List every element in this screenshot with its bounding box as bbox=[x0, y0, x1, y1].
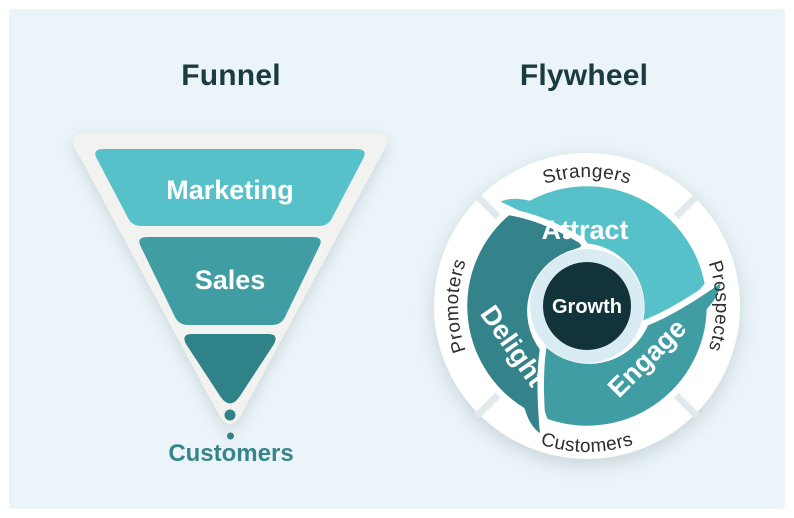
funnel-title: Funnel bbox=[181, 59, 281, 92]
funnel-customers-label: Customers bbox=[168, 440, 294, 467]
funnel-stage-bottom bbox=[184, 334, 276, 404]
flywheel-diagram: Growth Attract Engage Delight Strangers … bbox=[434, 153, 740, 459]
growth-hub bbox=[543, 262, 631, 350]
funnel-stage-marketing-label: Marketing bbox=[166, 175, 294, 205]
funnel-stage-sales bbox=[139, 237, 321, 325]
diagram-panel: Funnel Flywheel Marketing Sales Customer… bbox=[9, 9, 785, 509]
funnel-diagram: Marketing Sales bbox=[73, 133, 387, 440]
funnel-drip-dot-small bbox=[227, 432, 234, 440]
growth-label: Growth bbox=[552, 296, 622, 318]
segment-attract-label: Attract bbox=[541, 215, 628, 245]
flywheel-title: Flywheel bbox=[519, 59, 649, 92]
funnel-drip-dot-large bbox=[224, 409, 236, 421]
funnel-stage-marketing bbox=[95, 149, 365, 226]
funnel-stage-sales-label: Sales bbox=[195, 265, 266, 295]
flywheel-segment-delight bbox=[460, 208, 588, 443]
